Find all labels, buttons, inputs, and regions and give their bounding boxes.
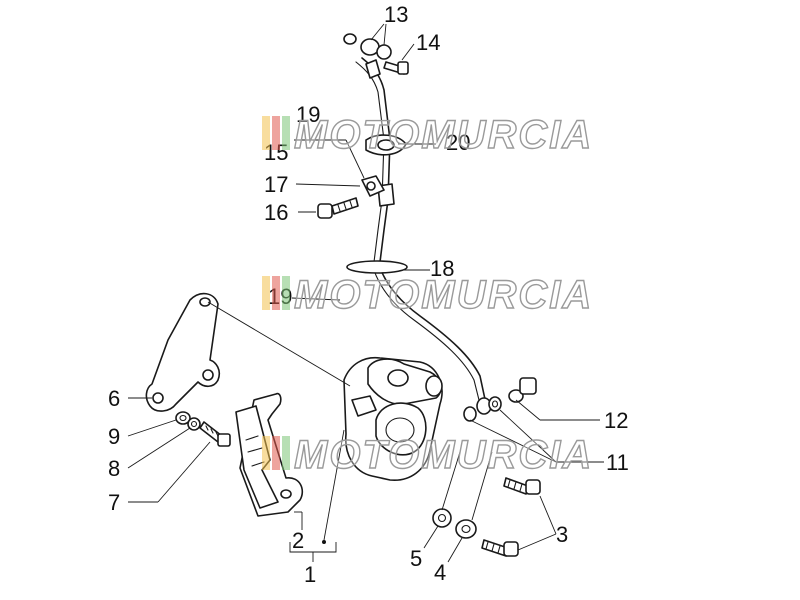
callout-19-top: 19 (296, 102, 320, 127)
hose-bracket (361, 175, 385, 197)
brake-hose (346, 57, 492, 415)
callout-7: 7 (108, 490, 120, 515)
bracket-dot (322, 540, 326, 544)
watermark-bar-yellow (262, 116, 270, 150)
callout-16: 16 (264, 200, 288, 225)
callout-3: 3 (556, 522, 568, 547)
watermark-bar-red (272, 116, 280, 150)
watermark-bar-yellow (262, 276, 270, 310)
watermark-top: MOTOMURCIA (262, 112, 593, 158)
watermark-middle: MOTOMURCIA (262, 272, 593, 318)
caliper-bolt-3-upper (503, 477, 541, 495)
watermark-bar-green (282, 116, 290, 150)
washer-8 (187, 417, 201, 431)
callout-17: 17 (264, 172, 288, 197)
banjo-bolt-top (383, 61, 409, 75)
callout-20: 20 (446, 130, 470, 155)
watermark-text: MOTOMURCIA (294, 433, 593, 477)
caliper-bolt-3-lower (481, 539, 519, 557)
watermark-bar-yellow (262, 436, 270, 470)
callout-14: 14 (416, 30, 440, 55)
banjo-bolt-12 (508, 377, 537, 403)
screw-16 (317, 197, 359, 219)
callout-5: 5 (410, 546, 422, 571)
callout-8: 8 (108, 456, 120, 481)
caliper-support-plate (145, 292, 221, 412)
washer-5 (432, 508, 452, 528)
watermark-bar-green (282, 436, 290, 470)
callout-6: 6 (108, 386, 120, 411)
bolt-7 (199, 421, 231, 447)
brake-pads (235, 392, 304, 517)
callout-1: 1 (304, 562, 316, 587)
copper-washers-11 (463, 396, 502, 422)
brake-caliper (343, 356, 443, 481)
watermark-bar-green (282, 276, 290, 310)
callout-13: 13 (384, 2, 408, 27)
callout-18: 18 (430, 256, 454, 281)
banjo-fitting-top (343, 33, 392, 79)
leader-lines (127, 23, 604, 563)
watermark-bar-red (272, 276, 280, 310)
callout-4: 4 (434, 560, 446, 585)
watermark-bar-red (272, 436, 280, 470)
callout-11: 11 (606, 450, 629, 475)
callout-12: 12 (604, 408, 628, 433)
callout-2: 2 (292, 528, 304, 553)
watermark-bottom: MOTOMURCIA (262, 432, 593, 478)
watermark-text: MOTOMURCIA (294, 273, 593, 317)
callout-9: 9 (108, 424, 120, 449)
washer-4 (455, 519, 477, 539)
washer-9 (175, 411, 191, 425)
watermark-text: MOTOMURCIA (294, 113, 593, 157)
